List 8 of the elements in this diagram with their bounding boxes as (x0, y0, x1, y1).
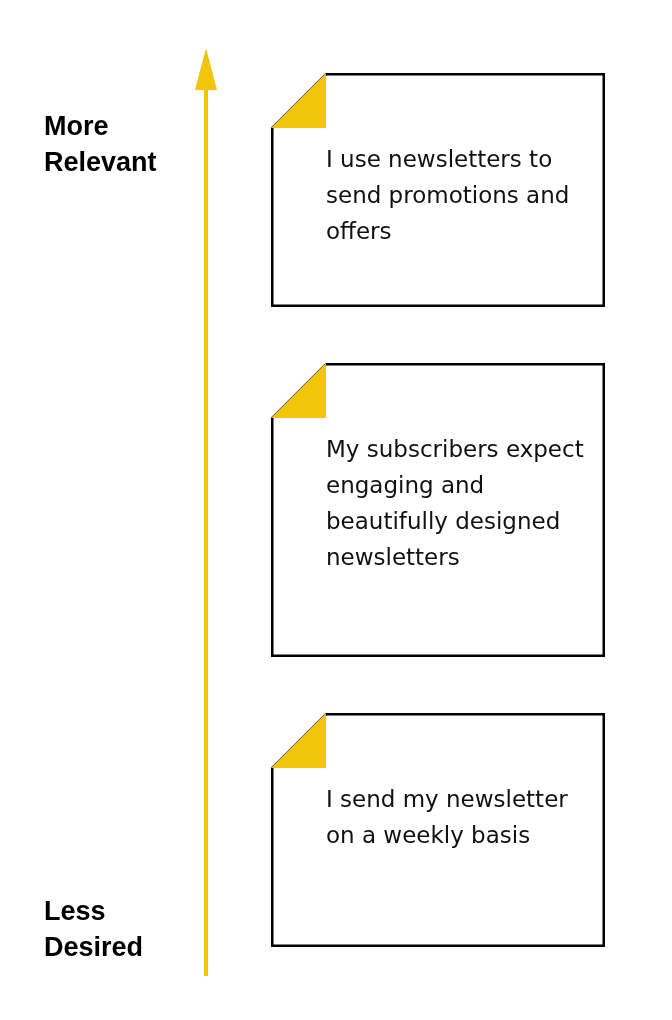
axis-label: Less Desired (44, 895, 145, 964)
card-text: I use newsletters to send promotions and offers (326, 145, 571, 246)
card-text: My subscribers expect engaging and beautifully designed newsletters (326, 435, 585, 572)
note-card (271, 73, 605, 307)
note-card (271, 363, 605, 657)
axis-label: More Relevant (44, 110, 158, 179)
note-card (271, 713, 605, 947)
card-text: I send my newsletter on a weekly basis (326, 785, 569, 850)
